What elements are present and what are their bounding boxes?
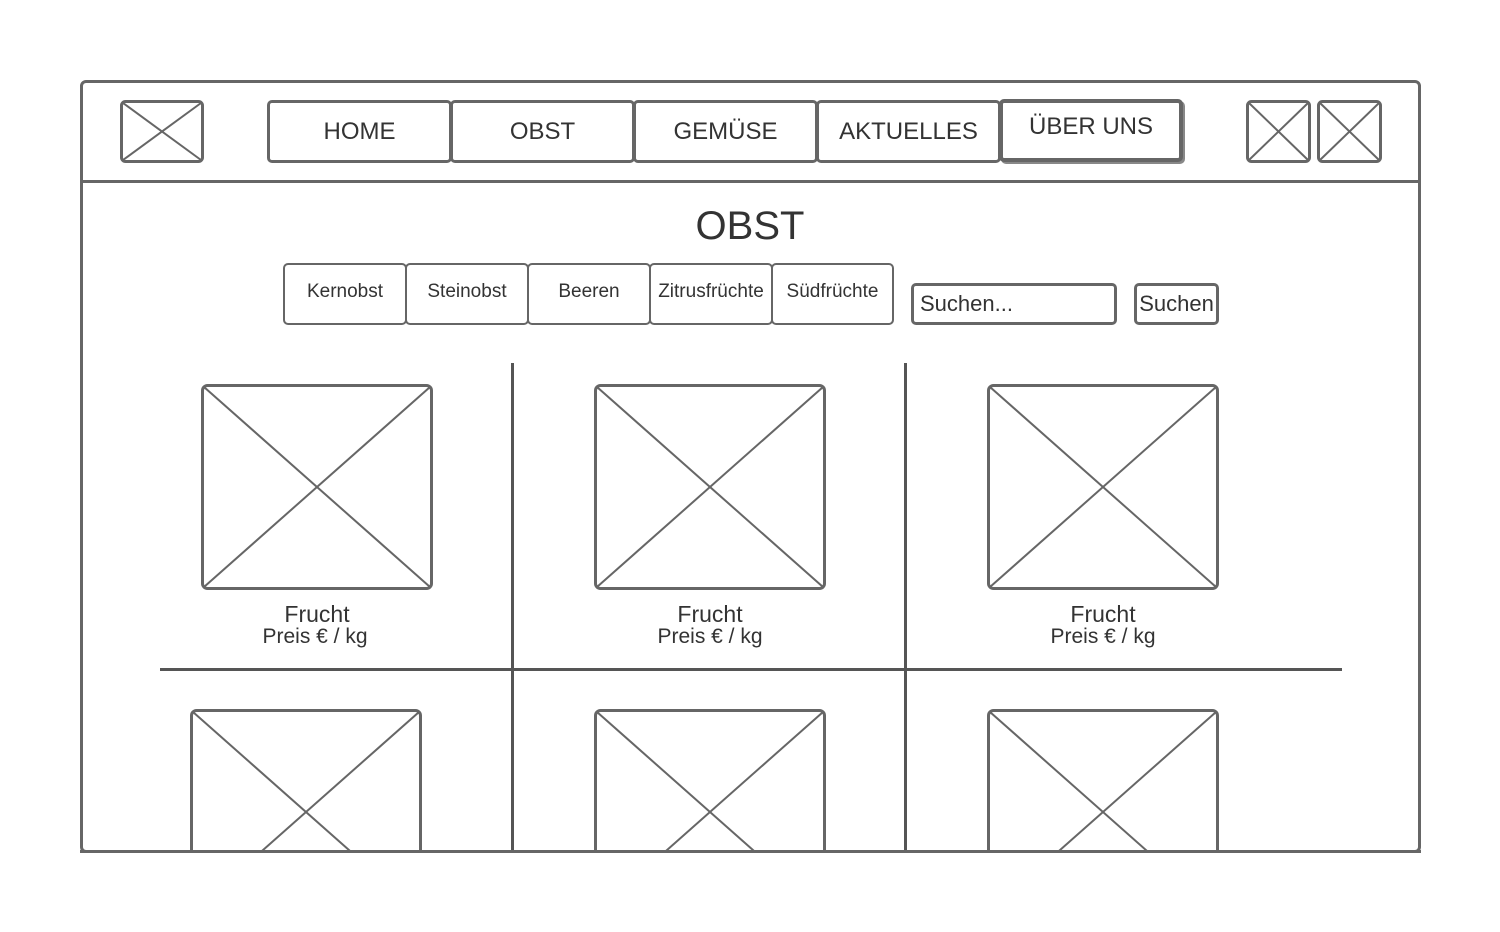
grid-divider-vertical-2 xyxy=(904,363,907,853)
nav-aktuelles[interactable]: AKTUELLES xyxy=(816,100,1001,163)
nav-obst[interactable]: OBST xyxy=(450,100,635,163)
product-image-placeholder-icon[interactable] xyxy=(987,709,1219,853)
product-image-placeholder-icon[interactable] xyxy=(594,384,826,590)
logo-image-placeholder-icon[interactable] xyxy=(120,100,204,163)
product-image-placeholder-icon[interactable] xyxy=(594,709,826,853)
header-image-placeholder-icon-2[interactable] xyxy=(1317,100,1382,163)
search-button[interactable]: Suchen xyxy=(1134,283,1219,325)
product-price: Preis € / kg xyxy=(262,625,368,648)
category-beeren[interactable]: Beeren xyxy=(527,263,651,325)
nav-ueber-uns[interactable]: ÜBER UNS xyxy=(999,99,1183,162)
nav-home[interactable]: HOME xyxy=(267,100,452,163)
product-price: Preis € / kg xyxy=(657,625,763,648)
product-name: Frucht xyxy=(677,601,743,627)
page-title: OBST xyxy=(695,204,805,248)
header-image-placeholder-icon-1[interactable] xyxy=(1246,100,1311,163)
category-suedfruechte[interactable]: Südfrüchte xyxy=(771,263,894,325)
product-name: Frucht xyxy=(284,601,350,627)
grid-divider-vertical-1 xyxy=(511,363,514,853)
nav-gemuese[interactable]: GEMÜSE xyxy=(633,100,818,163)
product-name: Frucht xyxy=(1070,601,1136,627)
search-input[interactable] xyxy=(911,283,1117,325)
header-divider xyxy=(80,180,1421,183)
frame-bottom-edge xyxy=(80,850,1421,853)
product-image-placeholder-icon[interactable] xyxy=(987,384,1219,590)
product-price: Preis € / kg xyxy=(1050,625,1156,648)
product-image-placeholder-icon[interactable] xyxy=(201,384,433,590)
grid-divider-horizontal xyxy=(160,668,1342,671)
category-zitrusfruechte[interactable]: Zitrusfrüchte xyxy=(649,263,773,325)
category-steinobst[interactable]: Steinobst xyxy=(405,263,529,325)
category-kernobst[interactable]: Kernobst xyxy=(283,263,407,325)
product-image-placeholder-icon[interactable] xyxy=(190,709,422,853)
